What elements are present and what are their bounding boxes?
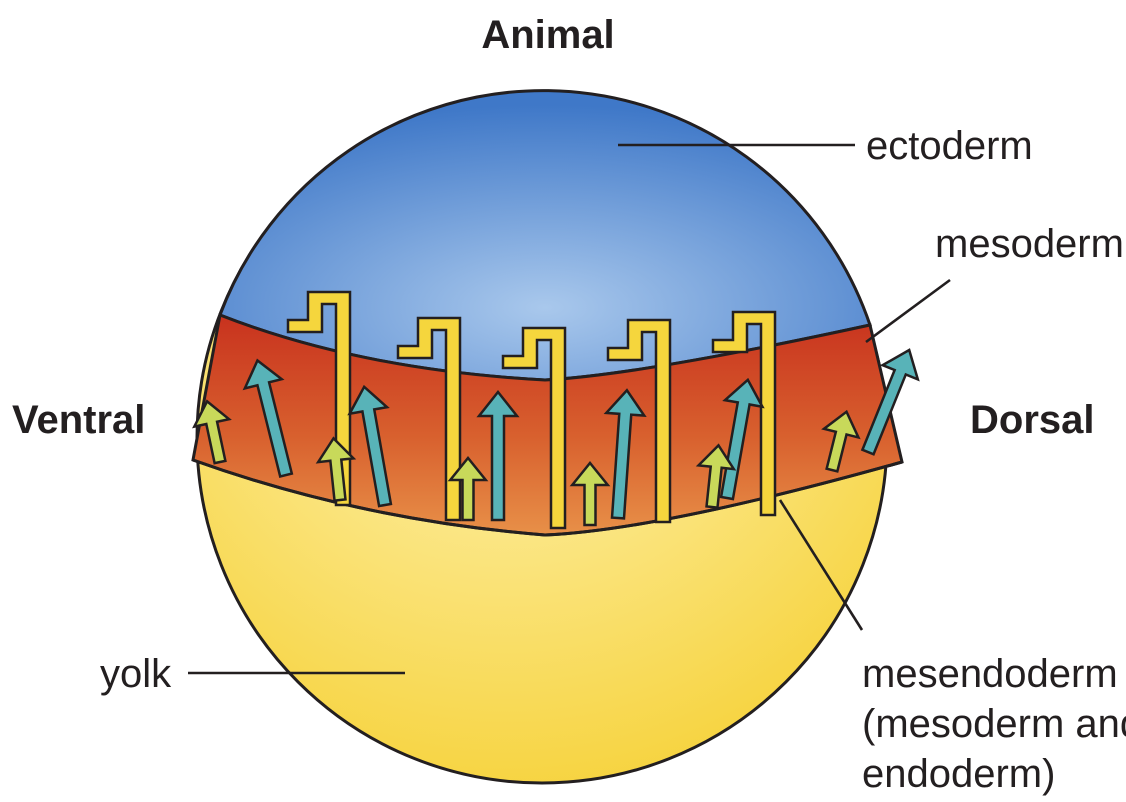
yolk-label: yolk: [100, 652, 172, 696]
mesoderm-leader: [866, 280, 950, 342]
mesoderm-label: mesoderm: [935, 222, 1124, 266]
dorsal-label: Dorsal: [970, 398, 1095, 442]
ventral-label: Ventral: [12, 398, 145, 442]
animal-label: Animal: [481, 13, 614, 57]
mesendoderm-label-line2: (mesoderm and: [862, 702, 1126, 746]
mesendoderm-label-line1: mesendoderm: [862, 652, 1118, 696]
mesendoderm-label-line3: endoderm): [862, 752, 1055, 796]
ectoderm-label: ectoderm: [866, 124, 1033, 168]
